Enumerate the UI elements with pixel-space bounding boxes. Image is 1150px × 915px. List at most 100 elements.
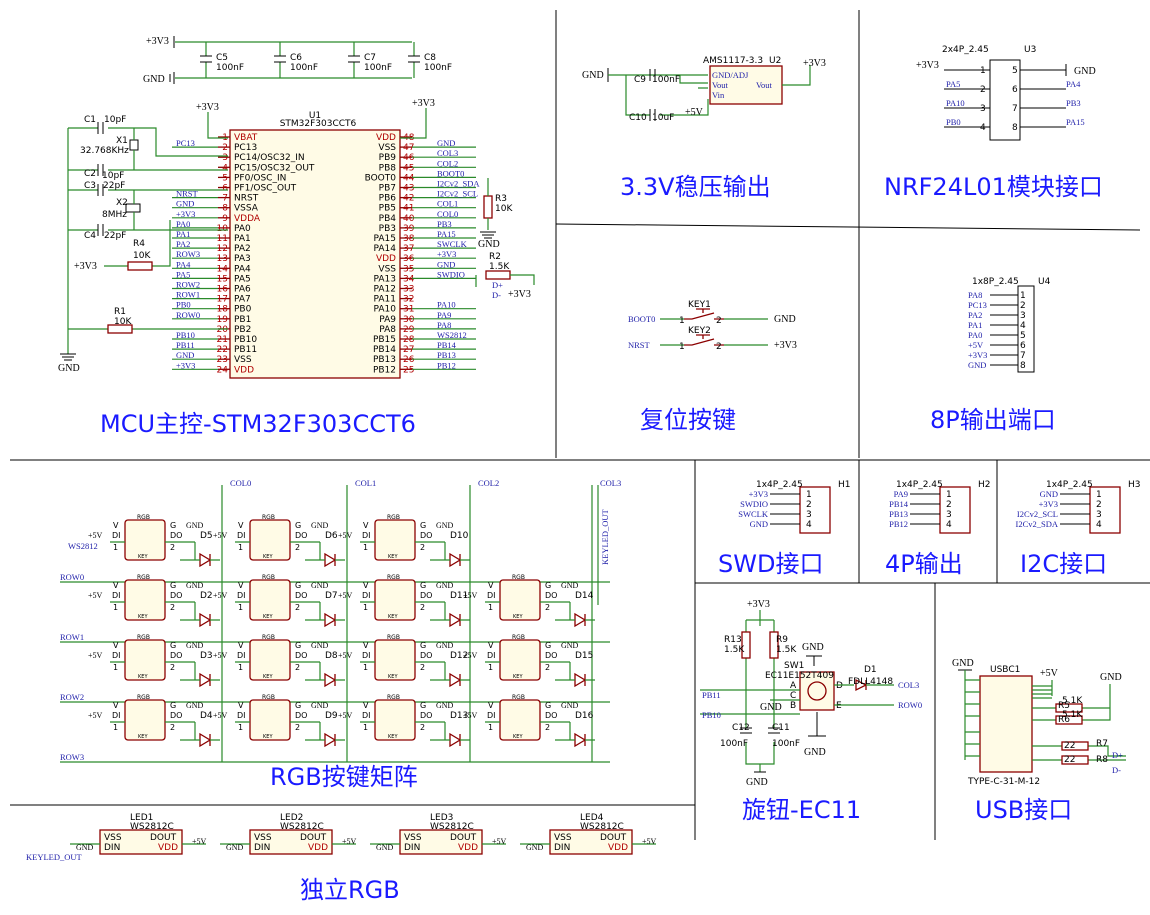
key-actuator [696, 334, 710, 339]
header-pin-number: 4 [806, 520, 812, 530]
matrix-diode [199, 732, 212, 748]
matrix-diode [199, 552, 212, 568]
header-net-label: +3V3 [749, 489, 768, 499]
matrix-diode [199, 612, 212, 628]
svg-text:100nF: 100nF [720, 739, 748, 749]
led-gnd: GND [376, 843, 394, 852]
rgb-key-pin-di: DI [362, 531, 371, 540]
svg-text:C12: C12 [732, 723, 750, 733]
svg-text:Vin: Vin [712, 90, 725, 100]
header-body [799, 486, 831, 534]
u4-net-label: PA0 [968, 330, 982, 340]
rgb-key-pin-2: 2 [170, 603, 175, 612]
svg-text:R4: R4 [133, 239, 145, 249]
mcu-pin-name: PB1 [234, 315, 251, 325]
rgb-key-pin-v: V [238, 521, 244, 530]
rgb-key-pin-2: 2 [295, 603, 300, 612]
rgb-key-pin-v: V [363, 701, 369, 710]
rgb-section-title: 独立RGB [300, 876, 400, 904]
mcu-pin-number: 2 [222, 143, 228, 153]
rgb-key-pin-1: 1 [488, 723, 493, 732]
mcu-pin-number: 7 [222, 194, 228, 204]
rgb-key-pin-1: 1 [363, 663, 368, 672]
rgb-key-pin-1: 1 [113, 663, 118, 672]
mcu-net-label: ROW0 [176, 310, 200, 320]
rgb-key-marker: KEY [138, 734, 148, 740]
header-net-label: PB12 [889, 519, 908, 529]
mcu-pin-number: 41 [403, 204, 414, 214]
mcu-net-label: PB14 [437, 340, 457, 350]
rgb-key-pin-2: 2 [545, 723, 550, 732]
rgb-key-wire [485, 661, 571, 680]
cap-value: 100nF [364, 63, 392, 73]
rgb-key-pin-g: G [170, 701, 176, 710]
rgb-key-gnd: GND [311, 581, 329, 590]
cap-ref: C5 [216, 53, 228, 63]
mcu-pin-number: 33 [403, 285, 414, 295]
u4-net-label: GND [968, 360, 986, 370]
svg-text:GND: GND [746, 777, 768, 788]
rgb-key-pin-2: 2 [420, 663, 425, 672]
mcu-pin-name: PB11 [234, 345, 257, 355]
rgb-key-pin-v: V [238, 701, 244, 710]
mcu-pin-number: 30 [403, 315, 415, 325]
svg-text:R5: R5 [1058, 701, 1070, 711]
svg-text:D: D [836, 681, 843, 691]
svg-text:E: E [836, 701, 842, 711]
u4-pin-number: 1 [1020, 291, 1026, 301]
header-pin-number: 1 [1096, 490, 1102, 500]
svg-text:D1: D1 [864, 665, 877, 675]
matrix-diode-ref: D15 [575, 651, 593, 661]
rgb-key-pin-do: DO [420, 651, 432, 660]
rgb-key-marker: KEY [388, 554, 398, 560]
rgb-key-pin-di: DI [237, 651, 246, 660]
cap-value: 100nF [216, 63, 244, 73]
rgb-key-pin-v: V [363, 641, 369, 650]
mcu-pin-number: 38 [403, 234, 415, 244]
rgb-key-pin-1: 1 [488, 663, 493, 672]
mcu-pin-number: 47 [403, 143, 414, 153]
mcu-pin-number: 44 [403, 173, 415, 183]
rgb-key-pin-di: DI [237, 591, 246, 600]
header-ref: H1 [838, 480, 851, 490]
svg-text:+3V3: +3V3 [74, 261, 97, 272]
nrf-net-label: PA5 [946, 79, 960, 89]
cap-symbol [274, 55, 286, 63]
rgb-key-switch [249, 639, 291, 681]
key-pin: 2 [716, 316, 722, 326]
matrix-row-label: ROW3 [60, 752, 84, 762]
mcu-net-label: BOOT0 [437, 168, 464, 178]
mcu-pin-name: PB9 [379, 153, 397, 163]
svg-text:GND: GND [804, 747, 826, 758]
led-part: WS2812C [430, 822, 474, 832]
mcu-pin-number: 18 [217, 305, 229, 315]
matrix-diode [449, 732, 462, 748]
mcu-pin-name: PB7 [379, 184, 396, 194]
rgb-key-pin-g: G [295, 641, 301, 650]
nrf-net-label: PA15 [1066, 117, 1085, 127]
mcu-net-label: +3V3 [437, 249, 456, 259]
svg-text:TYPE-C-31-M-12: TYPE-C-31-M-12 [967, 777, 1040, 787]
rgb-key-pin-2: 2 [420, 603, 425, 612]
keyled-out-label: KEYLED_OUT [600, 508, 610, 565]
mcu-pin-number: 9 [222, 214, 228, 224]
svg-text:22pF: 22pF [103, 181, 125, 191]
rgb-key-pin-2: 2 [170, 723, 175, 732]
header-net-label: PA9 [894, 489, 908, 499]
v33-label: +3V3 [146, 36, 169, 47]
mcu-pin-number: 17 [217, 295, 228, 305]
cap-ref: C6 [290, 53, 302, 63]
mcu-net-label: PB13 [437, 350, 456, 360]
rgb-key-gnd: GND [561, 701, 579, 710]
mcu-pin-number: 32 [403, 295, 414, 305]
rgb-key-wire [235, 661, 321, 680]
rgb-key-switch [124, 639, 166, 681]
svg-text:GND: GND [802, 642, 824, 653]
rgb-key-pin-g: G [420, 701, 426, 710]
matrix-diode-ref: D3 [200, 651, 213, 661]
u4-net-label: PC13 [968, 300, 987, 310]
key-target: GND [774, 314, 796, 325]
mcu-pin-number: 5 [222, 173, 228, 183]
